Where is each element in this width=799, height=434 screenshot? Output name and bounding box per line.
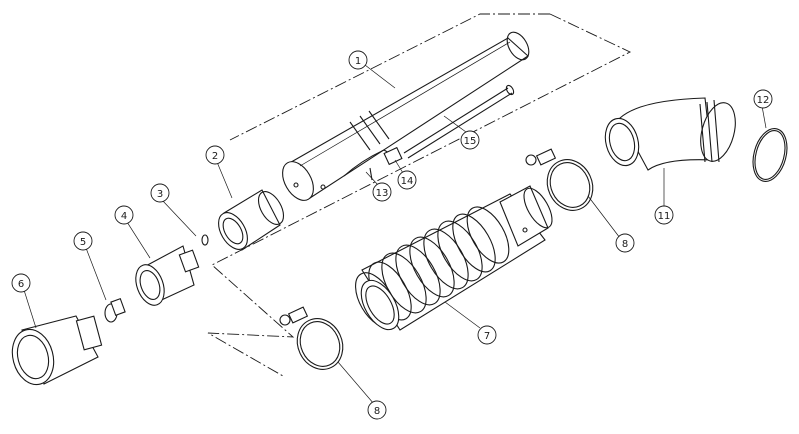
part-15-rod bbox=[403, 84, 515, 159]
callout-2-label: 2 bbox=[212, 151, 218, 162]
callout-5: 5 bbox=[73, 231, 93, 251]
part-3-pin bbox=[201, 234, 209, 246]
callout-14: 14 bbox=[397, 170, 417, 190]
part-7-bellows bbox=[355, 185, 553, 331]
callout-7-label: 7 bbox=[484, 331, 490, 342]
callout-14-label: 14 bbox=[401, 176, 414, 187]
part-8-clamp-lower bbox=[279, 306, 344, 370]
bellows-corrugations bbox=[355, 206, 510, 328]
callout-13: 13 bbox=[372, 182, 392, 202]
callout-4-label: 4 bbox=[121, 211, 127, 222]
callout-3-label: 3 bbox=[157, 189, 163, 200]
callout-1: 1 bbox=[348, 50, 368, 70]
part-12-o-ring bbox=[752, 128, 788, 182]
part-6-end-cap bbox=[11, 315, 103, 386]
part-5-plug bbox=[104, 298, 126, 323]
callout-6-label: 6 bbox=[18, 279, 24, 290]
part-8-clamp-upper bbox=[525, 148, 594, 211]
leader-lines bbox=[23, 64, 767, 405]
assembly-boundary bbox=[207, 13, 632, 377]
callout-3: 3 bbox=[150, 183, 170, 203]
callout-11: 11 bbox=[654, 205, 674, 225]
callout-2: 2 bbox=[205, 145, 225, 165]
callout-7: 7 bbox=[477, 325, 497, 345]
callout-1-label: 1 bbox=[355, 56, 361, 67]
callout-8-upper-label: 8 bbox=[622, 239, 628, 250]
callout-8-lower-label: 8 bbox=[374, 406, 380, 417]
part-1-main-tube bbox=[282, 31, 530, 201]
part-11-elbow bbox=[604, 97, 736, 171]
callout-15-label: 15 bbox=[464, 136, 477, 147]
callout-5-label: 5 bbox=[80, 237, 86, 248]
part-4-cap bbox=[135, 245, 200, 306]
callout-6: 6 bbox=[11, 273, 31, 293]
callout-11-label: 11 bbox=[658, 211, 671, 222]
callout-15: 15 bbox=[460, 130, 480, 150]
callout-4: 4 bbox=[114, 205, 134, 225]
callout-12: 12 bbox=[753, 89, 773, 109]
part-2-connector bbox=[218, 189, 285, 251]
assembly-boundary-top bbox=[229, 13, 550, 141]
callout-8-lower: 8 bbox=[367, 400, 387, 420]
callout-13-label: 13 bbox=[376, 188, 389, 199]
callout-12-label: 12 bbox=[757, 95, 770, 106]
callout-8-upper: 8 bbox=[615, 233, 635, 253]
